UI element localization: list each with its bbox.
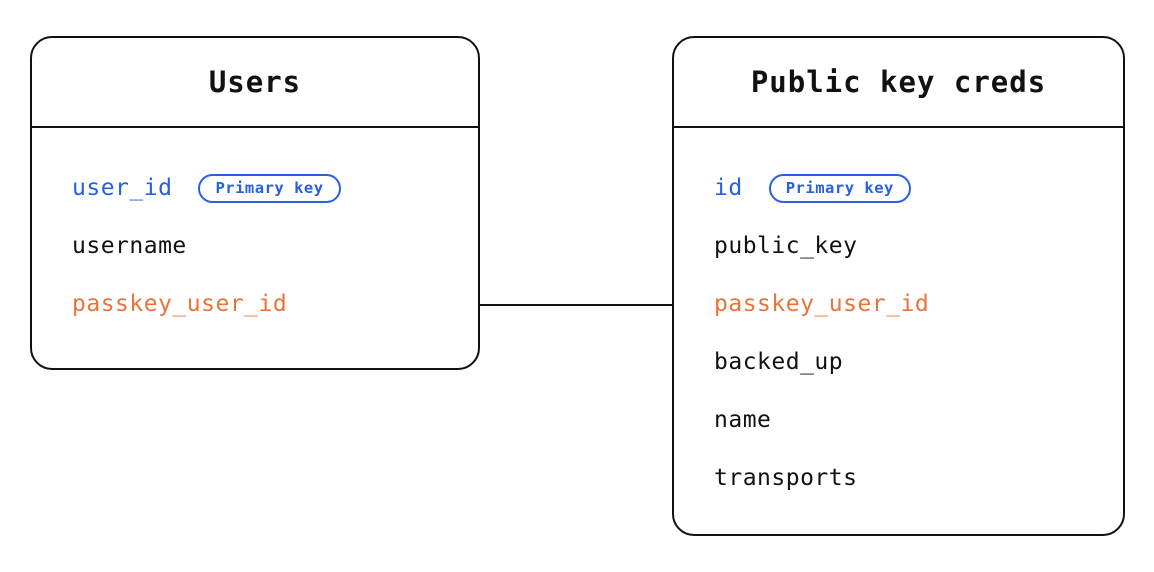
- table-users-title: Users: [32, 38, 478, 128]
- field-row-user-id: user_id Primary key: [72, 159, 478, 217]
- table-users: Users user_id Primary key username passk…: [30, 36, 480, 370]
- field-name-passkey-user-id: passkey_user_id: [714, 291, 930, 317]
- primary-key-badge: Primary key: [198, 173, 341, 203]
- field-row-id: id Primary key: [714, 159, 1123, 217]
- field-name-name: name: [714, 407, 772, 433]
- field-row-backed-up: backed_up: [714, 333, 1123, 391]
- field-name-transports: transports: [714, 465, 858, 491]
- field-row-name: name: [714, 391, 1123, 449]
- field-name-username: username: [72, 233, 187, 259]
- field-name-user-id: user_id: [72, 175, 173, 201]
- table-users-fields: user_id Primary key username passkey_use…: [32, 128, 478, 333]
- field-row-username: username: [72, 217, 478, 275]
- field-row-public-key: public_key: [714, 217, 1123, 275]
- primary-key-badge: Primary key: [768, 173, 911, 203]
- field-row-passkey-user-id: passkey_user_id: [714, 275, 1123, 333]
- field-name-public-key: public_key: [714, 233, 858, 259]
- field-row-passkey-user-id: passkey_user_id: [72, 275, 478, 333]
- table-public-key-creds-title: Public key creds: [674, 38, 1123, 128]
- table-public-key-creds: Public key creds id Primary key public_k…: [672, 36, 1125, 536]
- field-row-transports: transports: [714, 449, 1123, 507]
- field-name-id: id: [714, 175, 743, 201]
- table-public-key-creds-fields: id Primary key public_key passkey_user_i…: [674, 128, 1123, 507]
- field-name-backed-up: backed_up: [714, 349, 844, 375]
- field-name-passkey-user-id: passkey_user_id: [72, 291, 288, 317]
- relationship-line: [480, 304, 672, 306]
